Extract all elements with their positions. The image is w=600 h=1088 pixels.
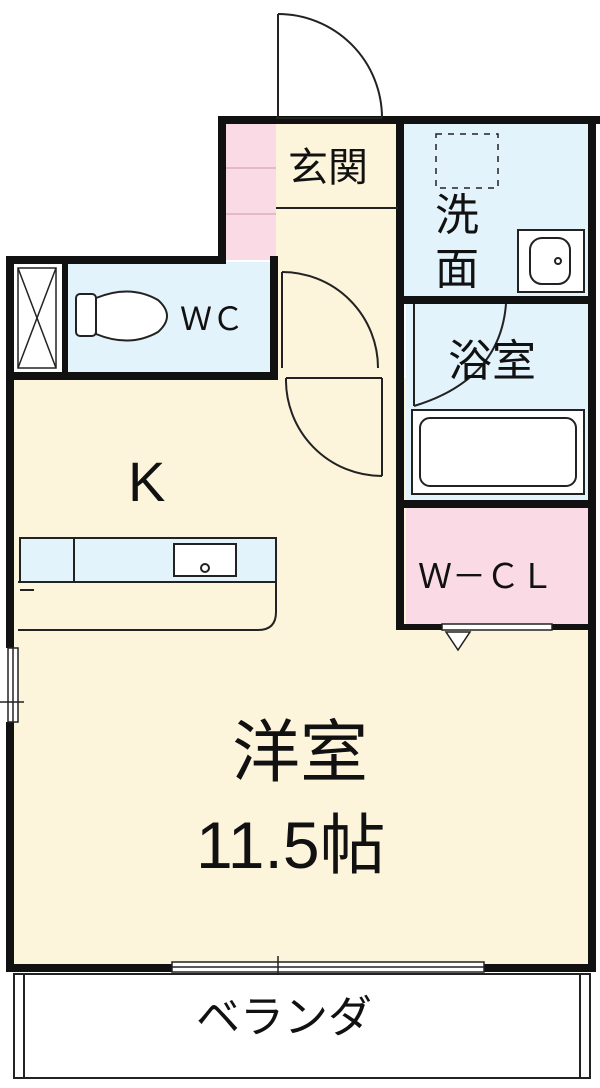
veranda-outline — [13, 973, 591, 1079]
genkan-floor — [276, 122, 402, 208]
inner-walls — [12, 122, 592, 630]
kitchen-label: K — [128, 450, 166, 513]
bathtub-fixture — [411, 409, 585, 495]
bath-door — [413, 303, 507, 407]
yoshitsu-size-label: 11.5帖 — [196, 808, 386, 882]
wcl-door — [441, 623, 553, 652]
closet-box — [12, 262, 68, 374]
yokushitsu-label: 浴室 — [448, 336, 536, 387]
senmen-label-bottom: 面 — [435, 244, 479, 295]
entrance-door — [276, 13, 383, 119]
kitchen-counter — [18, 537, 277, 631]
toilet-fixture — [75, 290, 168, 342]
senmen-label-top: 洗 — [435, 190, 479, 241]
shoe-cabinet — [224, 122, 276, 260]
washbasin-fixture — [517, 229, 585, 293]
outer-walls — [6, 116, 600, 972]
wcl-label: Ｗ－ＣＬ — [418, 557, 554, 597]
closet-cross — [17, 267, 57, 369]
wcl-floor — [406, 508, 592, 628]
genkan-label: 玄関 — [288, 145, 368, 191]
living-door — [284, 377, 383, 477]
yoshitsu-label: 洋室 — [232, 714, 369, 793]
washer-space — [435, 133, 499, 189]
wc-door — [281, 271, 379, 369]
wc-label: ＷＣ — [180, 300, 245, 338]
west-window — [0, 647, 24, 723]
veranda-label: ベランダ — [196, 992, 372, 1043]
